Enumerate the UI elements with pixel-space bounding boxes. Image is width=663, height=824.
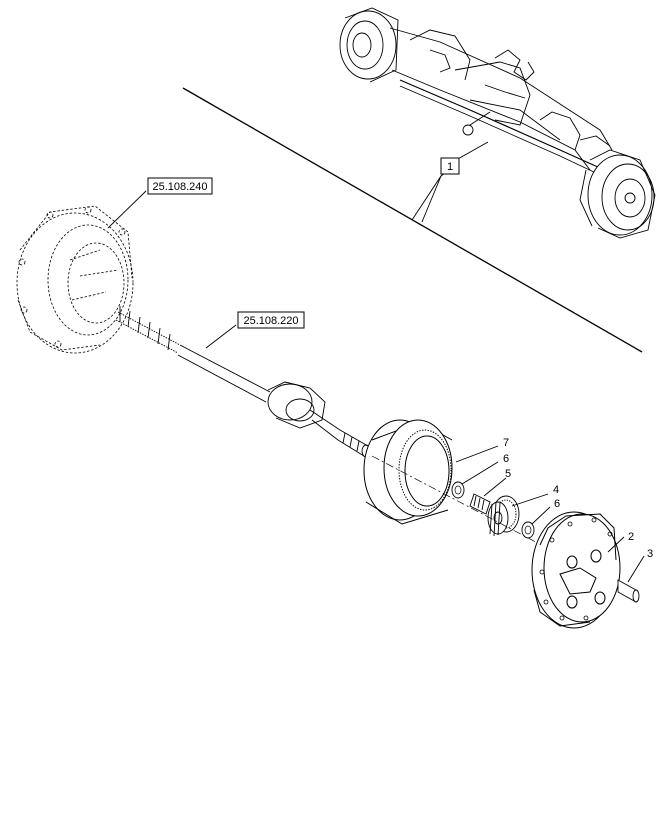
callout-3-leader <box>627 555 645 583</box>
callout-1-leaders <box>411 141 489 223</box>
callout-2-leader <box>607 536 625 553</box>
callout-4-leader <box>483 477 507 497</box>
carrier-pin <box>617 579 640 603</box>
ref-housing-label[interactable]: 25.108.240 <box>152 181 207 193</box>
callout-3-label: 3 <box>647 548 653 560</box>
ref-shaft-leader <box>205 324 237 349</box>
callout-6a-label: 6 <box>503 453 509 465</box>
callout-7-leader <box>455 445 499 463</box>
thrust-washer-upper-bore <box>454 485 462 495</box>
ref-housing-leader <box>107 190 147 229</box>
callout-1-box <box>440 157 460 175</box>
axle-shaft <box>115 306 371 458</box>
planet-carrier <box>531 511 621 629</box>
axle-assembly <box>339 7 656 239</box>
ref-shaft-box[interactable] <box>237 311 305 329</box>
callout-5-label: 4 <box>553 484 559 496</box>
ref-housing-box[interactable] <box>147 177 213 195</box>
ref-shaft-label[interactable]: 25.108.220 <box>243 315 298 327</box>
callout-2-label: 2 <box>628 531 634 543</box>
callout-5-leader <box>511 493 549 507</box>
callout-6b-label: 6 <box>554 498 560 510</box>
thrust-washer-upper <box>451 481 465 499</box>
wheel-housing-reference <box>16 205 134 354</box>
callout-6b-leader <box>531 506 551 525</box>
callout-1-label: 1 <box>447 161 453 173</box>
callout-7-label: 7 <box>503 437 509 449</box>
thrust-washer-lower-bore <box>524 525 532 535</box>
planet-gear <box>487 495 520 537</box>
callout-4-label: 5 <box>505 468 511 480</box>
planet-pin <box>469 493 491 515</box>
callout-6a-leader <box>461 461 499 485</box>
ring-gear <box>363 419 453 525</box>
